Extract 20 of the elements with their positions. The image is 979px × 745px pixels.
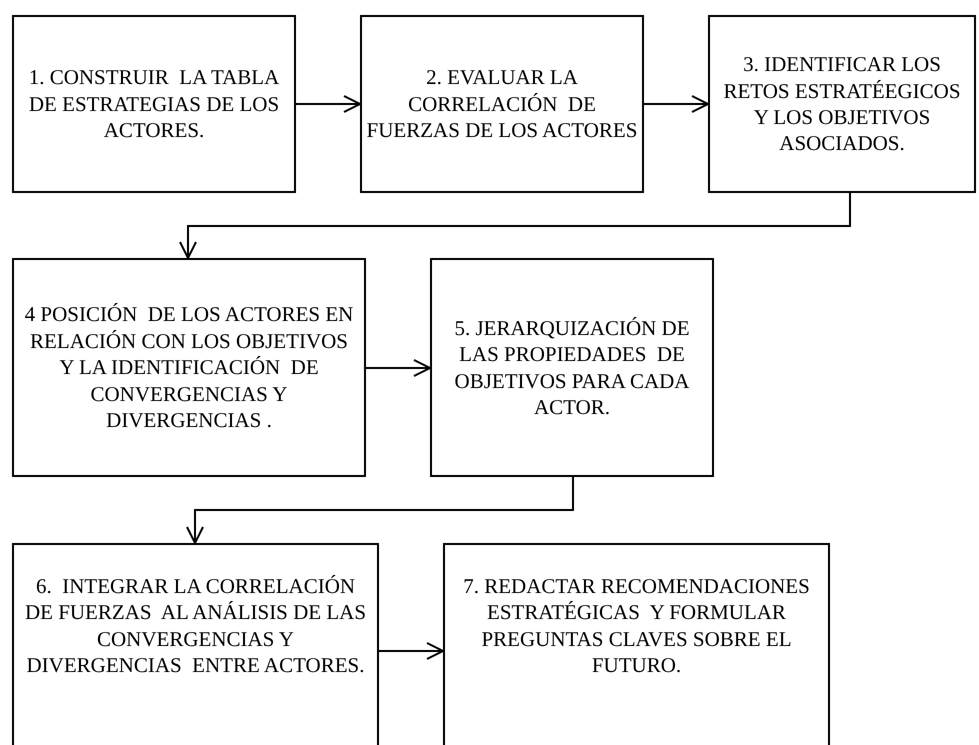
process-box xyxy=(443,543,830,745)
arrow xyxy=(296,95,361,113)
arrow xyxy=(179,193,851,259)
step-text: 1. CONSTRUIR LA TABLA DE ESTRATEGIAS DE LOS ACTORES. xyxy=(28,64,280,144)
step-text: 4 POSICIÓN DE LOS ACTORES EN RELACIÓN CON LOS OBJETIVOS Y LA IDENTIFICACIÓN DE CONVERGENCIAS Y DIVERGENCIAS . xyxy=(24,301,354,434)
step-text: 3. IDENTIFICAR LOS RETOS ESTRATÉEGICOS Y LOS OBJETIVOS ASOCIADOS. xyxy=(722,51,962,157)
step-text: 2. EVALUAR LA CORRELACIÓN DE FUERZAS DE LOS ACTORES xyxy=(366,64,638,144)
process-box xyxy=(708,15,976,193)
arrow xyxy=(379,642,444,660)
arrow xyxy=(366,359,431,377)
step-text: 6. INTEGRAR LA CORRELACIÓN DE FUERZAS AL ANÁLISIS DE LAS CONVERGENCIAS Y DIVERGENCIAS ENTRE ACTORES. xyxy=(24,573,368,679)
process-box xyxy=(360,15,644,193)
process-box xyxy=(12,15,296,193)
arrow xyxy=(644,95,709,113)
arrow xyxy=(186,477,574,544)
process-box xyxy=(12,543,379,745)
process-box xyxy=(12,258,366,477)
step-text: 7. REDACTAR RECOMENDACIONES ESTRATÉGICAS Y FORMULAR PREGUNTAS CLAVES SOBRE EL FUTURO. xyxy=(462,573,811,679)
step-text: 5. JERARQUIZACIÓN DE LAS PROPIEDADES DE OBJETIVOS PARA CADA ACTOR. xyxy=(453,314,691,420)
process-box xyxy=(430,258,714,477)
